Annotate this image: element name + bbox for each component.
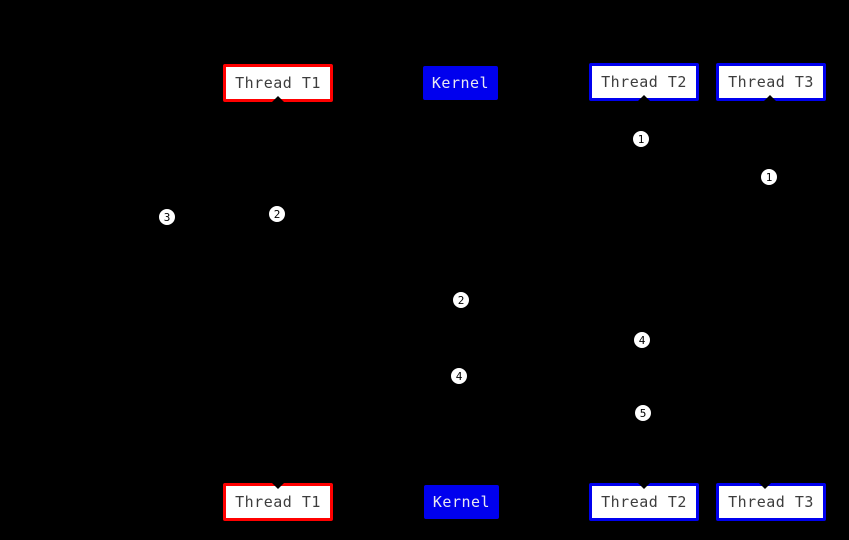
node-label: Thread T3 xyxy=(728,73,814,91)
arrowhead-notch xyxy=(638,95,650,101)
step-marker: 1 xyxy=(760,168,778,186)
arrowhead-notch xyxy=(764,95,776,101)
node-label: Thread T2 xyxy=(601,493,687,511)
node-thread-t3-top: Thread T3 xyxy=(716,63,826,101)
step-marker: 1 xyxy=(632,130,650,148)
node-label: Kernel xyxy=(432,493,491,511)
arrowhead-notch xyxy=(759,483,771,489)
node-label: Thread T3 xyxy=(728,493,814,511)
arrowhead-notch xyxy=(638,483,650,489)
node-label: Thread T2 xyxy=(601,73,687,91)
step-marker: 2 xyxy=(268,205,286,223)
step-marker-label: 2 xyxy=(457,293,465,307)
node-thread-t1-top: Thread T1 xyxy=(223,64,333,102)
step-marker: 5 xyxy=(634,404,652,422)
step-marker: 2 xyxy=(452,291,470,309)
step-marker-label: 2 xyxy=(273,207,281,221)
step-marker-label: 1 xyxy=(637,132,645,146)
node-thread-t1-bottom: Thread T1 xyxy=(223,483,333,521)
step-marker: 4 xyxy=(633,331,651,349)
step-marker-label: 5 xyxy=(639,406,647,420)
arrowhead-notch xyxy=(272,483,284,489)
node-kernel-bottom: Kernel xyxy=(424,485,499,519)
node-kernel-top: Kernel xyxy=(423,66,498,100)
node-thread-t3-bottom: Thread T3 xyxy=(716,483,826,521)
step-marker-label: 4 xyxy=(455,369,463,383)
node-label: Thread T1 xyxy=(235,74,321,92)
step-marker-label: 4 xyxy=(638,333,646,347)
node-label: Thread T1 xyxy=(235,493,321,511)
step-marker: 3 xyxy=(158,208,176,226)
step-marker-label: 1 xyxy=(765,170,773,184)
node-label: Kernel xyxy=(431,74,490,92)
arrowhead-notch xyxy=(272,96,284,102)
step-marker-label: 3 xyxy=(163,210,171,224)
step-marker: 4 xyxy=(450,367,468,385)
